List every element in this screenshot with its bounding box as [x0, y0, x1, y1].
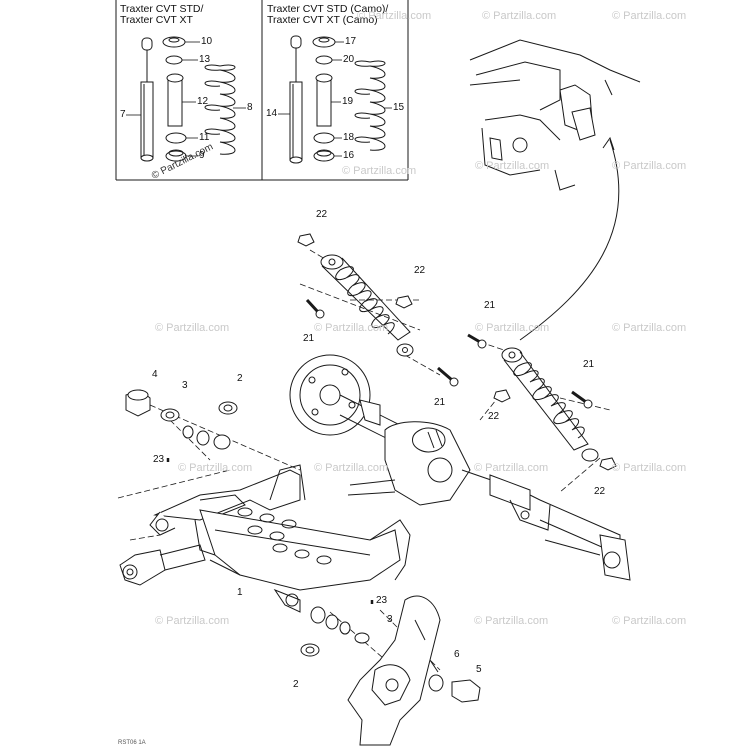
callout-13: 13 — [199, 54, 211, 65]
watermark: © Partzilla.com — [612, 160, 687, 172]
callout-5: 5 — [476, 664, 482, 675]
inset-leader-lines — [126, 41, 392, 157]
callout-10: 10 — [201, 36, 213, 47]
callout-21: 21 — [434, 397, 446, 408]
callout-21: 21 — [303, 333, 315, 344]
callout-23: 23 — [376, 595, 388, 606]
callout-2: 2 — [293, 679, 299, 690]
watermark: © Partzilla.com — [474, 462, 549, 474]
relocation-arrow — [519, 139, 620, 341]
watermark: © Partzilla.com — [314, 322, 389, 334]
watermark: © Partzilla.com — [357, 10, 432, 22]
watermark: © Partzilla.com — [612, 322, 687, 334]
lower-bushing-parts — [300, 600, 481, 703]
callout-19: 19 — [342, 96, 354, 107]
left-shock-assembly — [320, 254, 414, 357]
upper-bushing-parts — [125, 389, 238, 462]
callout-3: 3 — [387, 614, 393, 625]
callout-14: 14 — [266, 108, 278, 119]
callout-21: 21 — [583, 359, 595, 370]
inset-left-shock-parts — [140, 36, 236, 162]
callout-6: 6 — [454, 649, 460, 660]
callout-22: 22 — [594, 486, 606, 497]
callout-15: 15 — [393, 102, 405, 113]
callout-11: 11 — [199, 132, 210, 143]
callout-23: 23 — [153, 454, 165, 465]
callout-1: 1 — [237, 587, 243, 598]
watermark: © Partzilla.com — [482, 10, 557, 22]
fasteners — [297, 233, 617, 471]
watermark: © Partzilla.com — [612, 462, 687, 474]
watermark: © Partzilla.com — [178, 462, 253, 474]
swing-arm — [149, 464, 411, 613]
lower-frame-bracket — [347, 595, 441, 746]
inset-right-shock-parts — [289, 35, 386, 164]
callout-9: 9 — [199, 150, 205, 161]
callout-2: 2 — [237, 373, 243, 384]
callout-22: 22 — [414, 265, 426, 276]
frame-bracket — [469, 39, 641, 191]
callout-21: 21 — [484, 300, 496, 311]
inset-left-title: Traxter CVT STD/ Traxter CVT XT — [120, 3, 204, 26]
inset-frame — [115, 0, 409, 181]
callout-12: 12 — [197, 96, 209, 107]
watermark: © Partzilla.com — [475, 322, 550, 334]
watermark: © Partzilla.com — [612, 615, 687, 627]
callout-18: 18 — [343, 132, 355, 143]
callout-8: 8 — [247, 102, 253, 113]
callout-17: 17 — [345, 36, 357, 47]
watermark: © Partzilla.com — [155, 615, 230, 627]
right-shock-assembly — [501, 347, 599, 462]
watermark: © Partzilla.com — [474, 615, 549, 627]
inset-right-title: Traxter CVT STD (Camo)/ Traxter CVT XT (… — [267, 3, 389, 26]
watermark: © Partzilla.com — [612, 10, 687, 22]
rear-axle-assembly — [289, 354, 631, 581]
document-reference: RST06 1A — [118, 740, 146, 746]
callout-7: 7 — [120, 109, 126, 120]
callout-16: 16 — [343, 150, 355, 161]
callout-3: 3 — [182, 380, 188, 391]
watermark: © Partzilla.com — [342, 165, 417, 177]
watermark: © Partzilla.com — [155, 322, 230, 334]
watermark: © Partzilla.com — [314, 462, 389, 474]
callout-22: 22 — [316, 209, 328, 220]
callout-22: 22 — [488, 411, 500, 422]
callout-20: 20 — [343, 54, 355, 65]
watermark: © Partzilla.com — [475, 160, 550, 172]
drive-shaft-yoke — [119, 544, 206, 586]
callout-4: 4 — [152, 369, 158, 380]
